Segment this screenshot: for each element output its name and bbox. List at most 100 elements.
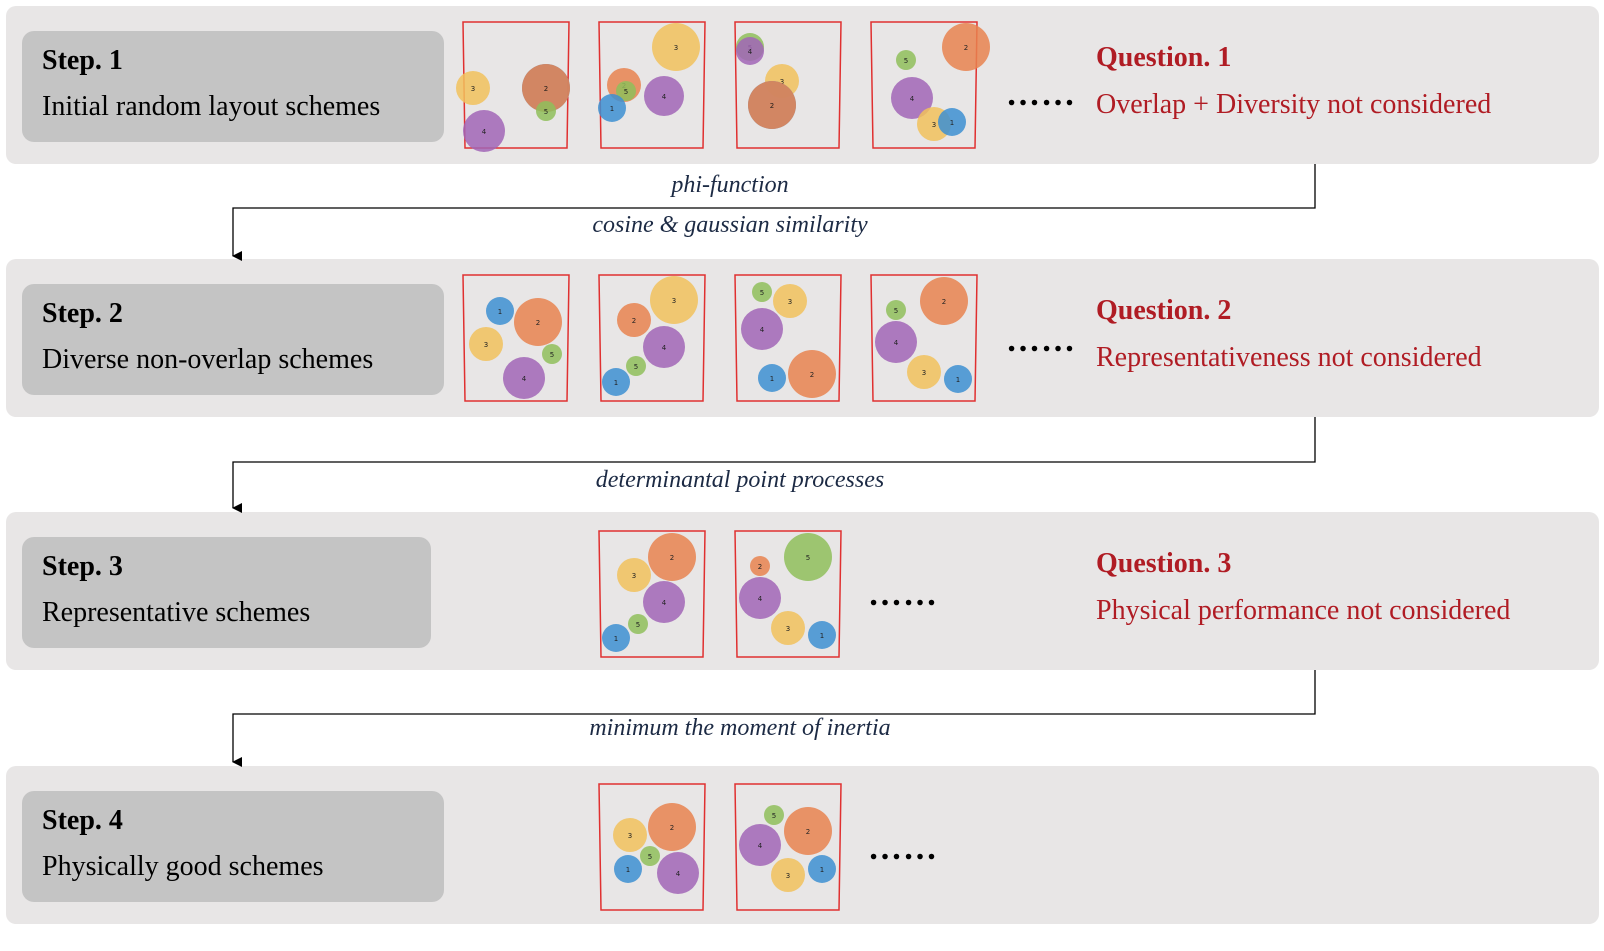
component-2-circle bbox=[920, 277, 968, 325]
component-3-label: 3 bbox=[786, 872, 790, 880]
component-1-circle bbox=[808, 621, 836, 649]
component-2-circle bbox=[648, 803, 696, 851]
step-4-more: …… bbox=[868, 830, 938, 867]
question-3-title: Question. 3 bbox=[1096, 548, 1232, 579]
scheme-boundary bbox=[734, 21, 842, 149]
step-3-more: …… bbox=[868, 576, 938, 613]
component-4-circle bbox=[644, 76, 684, 116]
component-4-label: 4 bbox=[662, 599, 667, 607]
component-2-circle bbox=[648, 533, 696, 581]
connector-3-arrow bbox=[232, 670, 1316, 767]
component-4-label: 4 bbox=[760, 326, 765, 334]
component-4-circle bbox=[891, 77, 933, 119]
component-4-label: 4 bbox=[894, 339, 899, 347]
component-4-circle bbox=[643, 581, 685, 623]
question-2-desc: Representativeness not considered bbox=[1096, 342, 1482, 373]
component-2-label: 2 bbox=[758, 563, 762, 571]
scheme-boundary bbox=[462, 274, 570, 402]
component-1-label: 1 bbox=[610, 105, 614, 113]
component-5-label: 5 bbox=[904, 57, 908, 65]
component-5-circle bbox=[626, 356, 646, 376]
component-1-circle bbox=[758, 364, 786, 392]
scheme-boundary bbox=[462, 21, 570, 149]
component-5-circle bbox=[536, 101, 556, 121]
component-4-circle bbox=[739, 577, 781, 619]
component-3-label: 3 bbox=[788, 298, 792, 306]
component-3-label: 3 bbox=[471, 85, 475, 93]
component-1-label: 1 bbox=[614, 379, 618, 387]
connector-2-arrow bbox=[232, 417, 1316, 513]
component-2-label: 2 bbox=[670, 554, 674, 562]
component-1-label: 1 bbox=[820, 632, 824, 640]
component-3-circle bbox=[771, 611, 805, 645]
component-3-label: 3 bbox=[932, 121, 936, 129]
component-2-circle bbox=[750, 556, 770, 576]
component-4-circle bbox=[875, 321, 917, 363]
method-phi-function: phi-function bbox=[671, 172, 789, 198]
component-1-circle bbox=[938, 108, 966, 136]
component-2-circle bbox=[788, 350, 836, 398]
component-2-label: 2 bbox=[544, 85, 548, 93]
component-4-label: 4 bbox=[662, 93, 667, 101]
component-2-label: 2 bbox=[964, 44, 968, 52]
question-3-desc: Physical performance not considered bbox=[1096, 595, 1511, 626]
component-3-label: 3 bbox=[786, 625, 790, 633]
component-3-circle bbox=[617, 558, 651, 592]
component-5-label: 5 bbox=[648, 853, 652, 861]
method-dpp: determinantal point processes bbox=[595, 467, 885, 493]
component-5-label: 5 bbox=[772, 812, 776, 820]
step-2-more: …… bbox=[1006, 322, 1076, 359]
component-4-label: 4 bbox=[758, 842, 763, 850]
step-title: Step. 1 bbox=[42, 45, 123, 76]
step-subtitle: Physically good schemes bbox=[42, 851, 324, 882]
component-2-circle bbox=[522, 64, 570, 112]
component-1-circle bbox=[598, 94, 626, 122]
component-3-circle bbox=[773, 284, 807, 318]
component-2-circle bbox=[617, 303, 651, 337]
component-5-label: 5 bbox=[550, 351, 554, 359]
component-3-label: 3 bbox=[628, 832, 632, 840]
scheme-boundary bbox=[734, 530, 842, 658]
component-2-label: 2 bbox=[536, 319, 540, 327]
component-3-label: 3 bbox=[674, 44, 678, 52]
scheme-boundary bbox=[598, 274, 706, 402]
component-3-circle bbox=[907, 355, 941, 389]
component-5-label: 5 bbox=[624, 88, 628, 96]
component-5-label: 5 bbox=[760, 289, 764, 297]
component-3-label: 3 bbox=[632, 572, 636, 580]
step-3-label: Step. 3 Representative schemes bbox=[22, 537, 431, 648]
step-title: Step. 3 bbox=[42, 551, 123, 582]
scheme-boundary bbox=[734, 783, 842, 911]
component-2-label: 2 bbox=[770, 102, 774, 110]
component-2-label: 2 bbox=[670, 824, 674, 832]
component-2-label: 2 bbox=[632, 317, 636, 325]
scheme-boundary bbox=[734, 274, 842, 402]
component-5-circle bbox=[752, 282, 772, 302]
component-4-label: 4 bbox=[758, 595, 763, 603]
component-5-circle bbox=[542, 344, 562, 364]
component-3-circle bbox=[469, 327, 503, 361]
component-3-label: 3 bbox=[922, 369, 926, 377]
component-4-label: 4 bbox=[910, 95, 915, 103]
step-subtitle: Diverse non-overlap schemes bbox=[42, 344, 374, 375]
component-5-circle bbox=[640, 846, 660, 866]
scheme-boundary bbox=[870, 274, 978, 402]
step-title: Step. 4 bbox=[42, 805, 123, 836]
component-5-label: 5 bbox=[636, 621, 640, 629]
step-title: Step. 2 bbox=[42, 298, 123, 329]
component-3-circle bbox=[652, 23, 700, 71]
component-1-circle bbox=[614, 855, 642, 883]
component-1-label: 1 bbox=[770, 375, 774, 383]
component-3-circle bbox=[771, 858, 805, 892]
component-2-label: 2 bbox=[810, 371, 814, 379]
connector-1-arrow bbox=[232, 164, 1316, 261]
component-4-circle bbox=[657, 852, 699, 894]
component-5-circle bbox=[886, 300, 906, 320]
component-3-circle bbox=[650, 276, 698, 324]
component-1-circle bbox=[808, 855, 836, 883]
component-5-label: 5 bbox=[806, 554, 810, 562]
